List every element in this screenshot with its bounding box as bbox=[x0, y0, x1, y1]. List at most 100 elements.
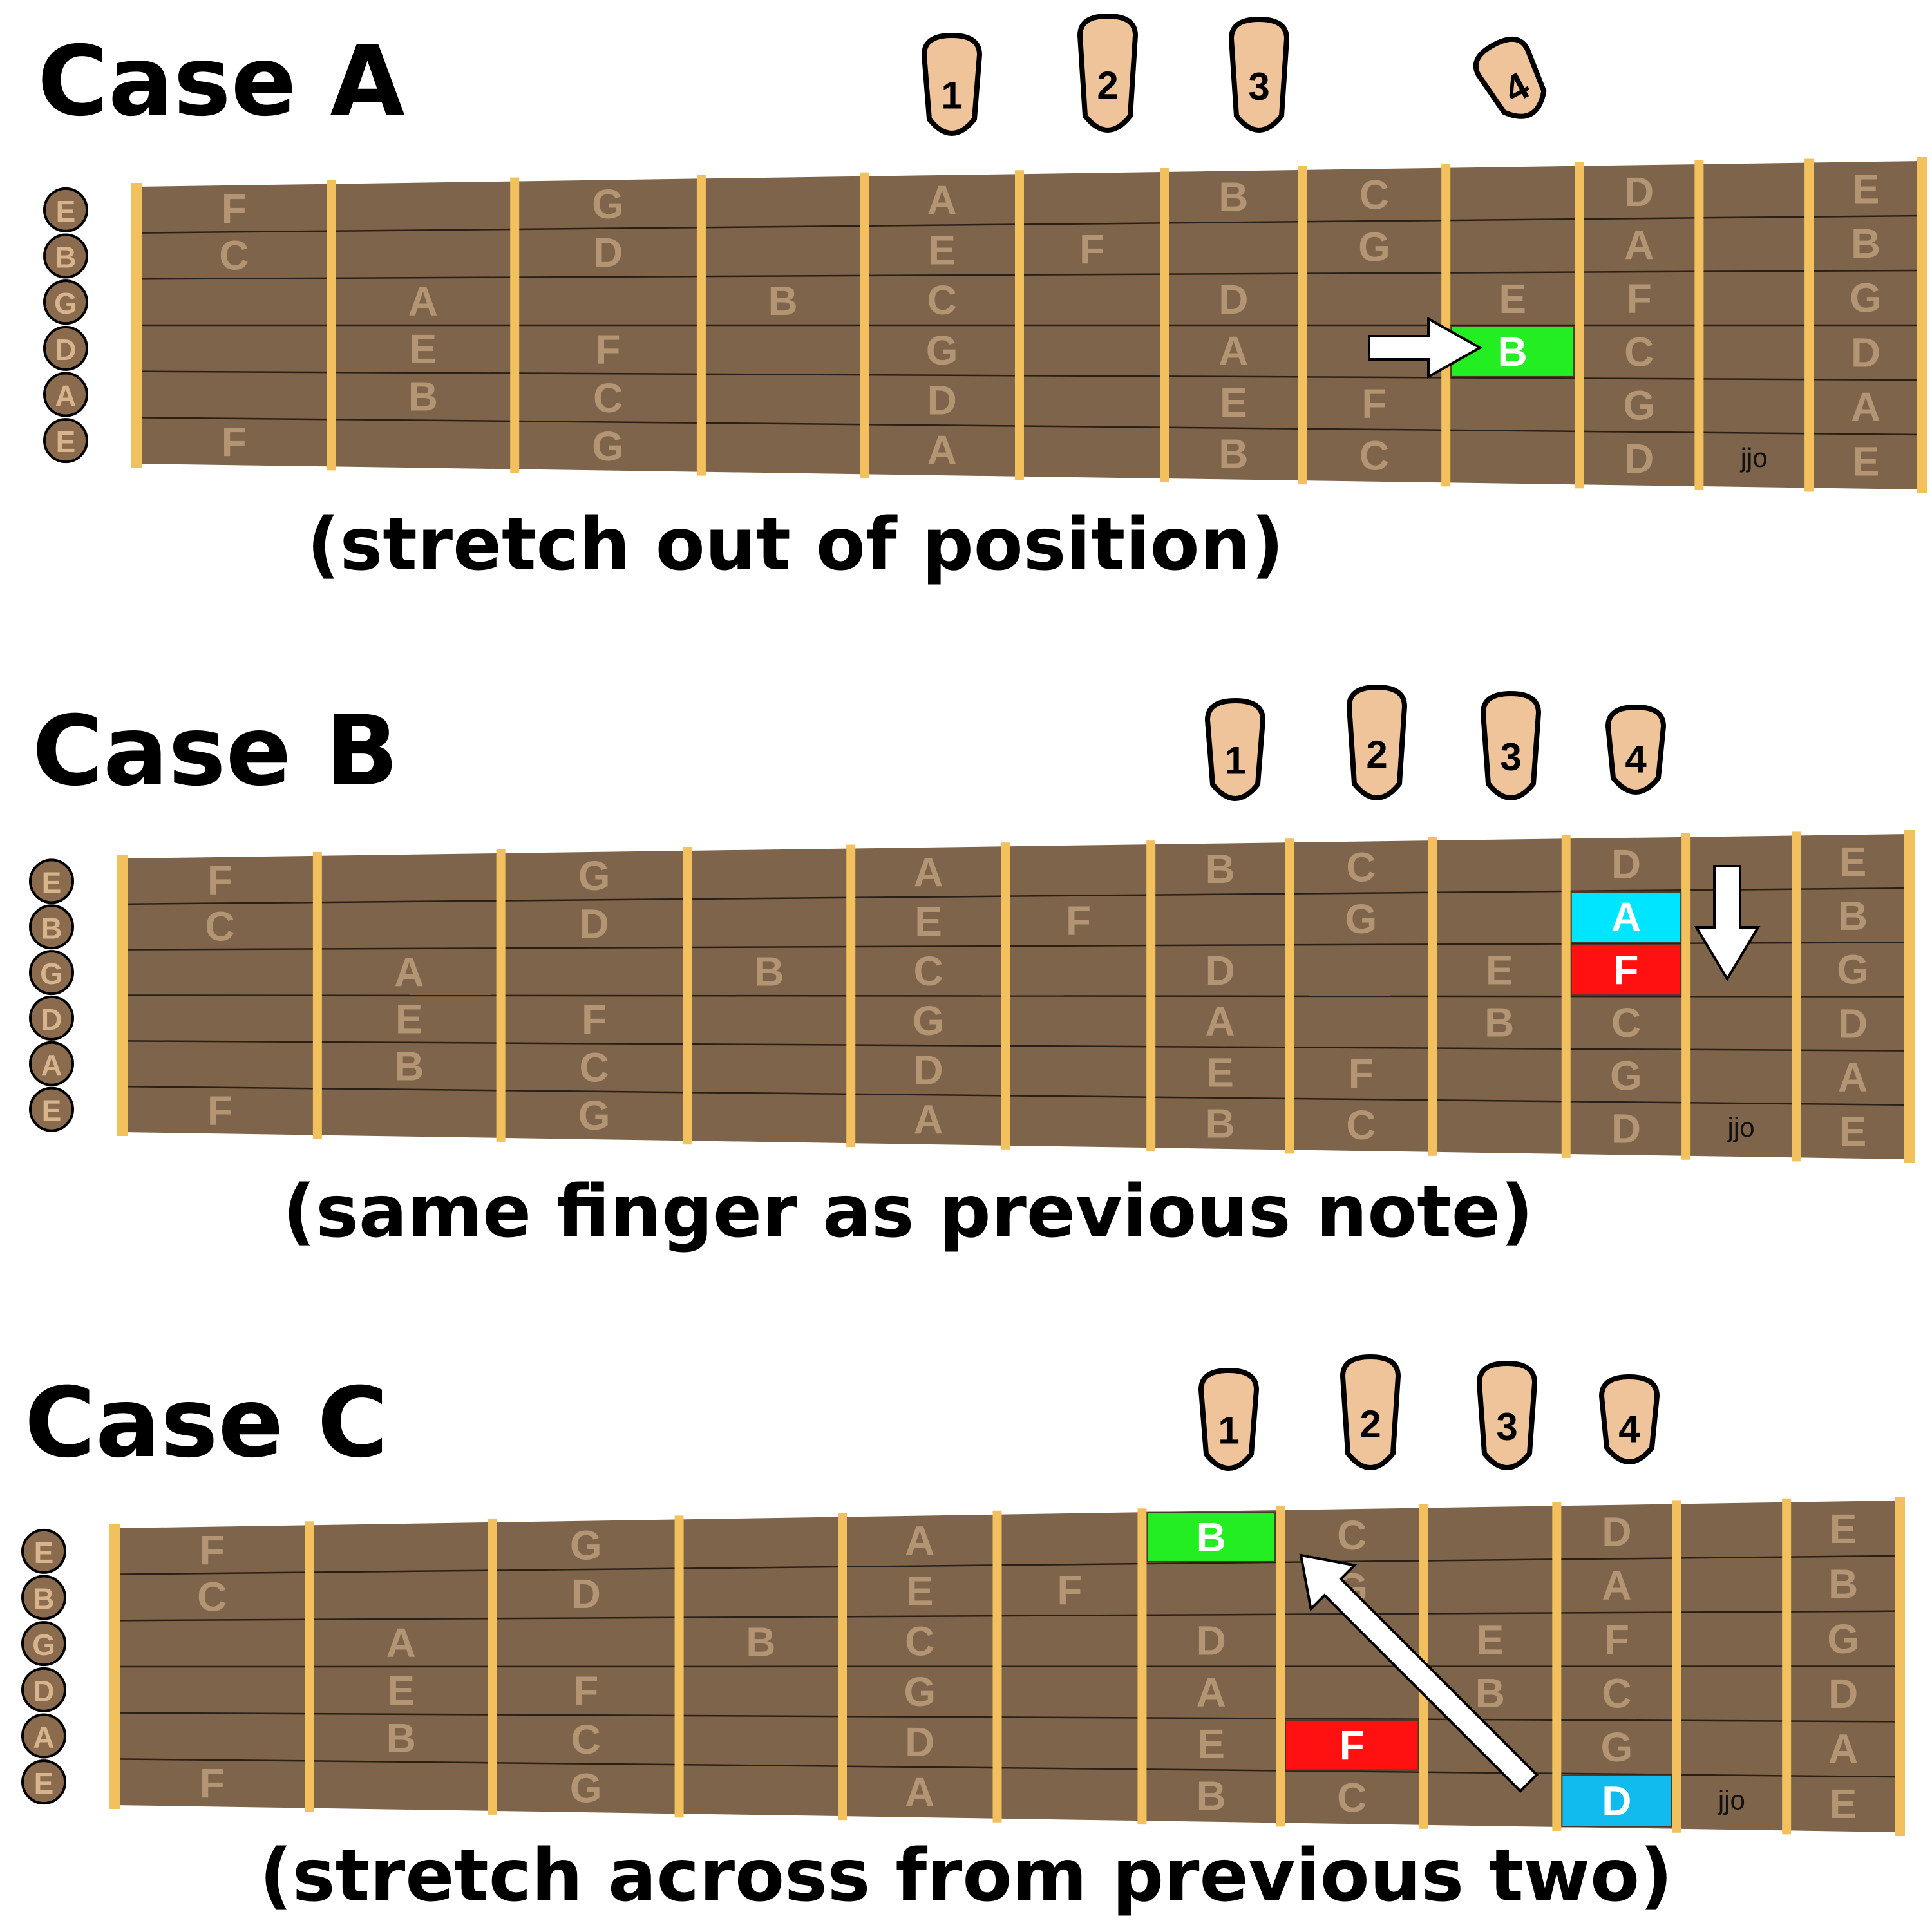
note-label: A bbox=[913, 849, 943, 895]
note-label: C bbox=[913, 948, 943, 994]
note-label: A bbox=[1218, 328, 1248, 374]
fret-wire bbox=[1146, 840, 1156, 1152]
case-c-title: Case C bbox=[24, 1367, 388, 1479]
note-label: G bbox=[592, 181, 624, 227]
tuning-peg bbox=[21, 1621, 66, 1667]
finger-number: 3 bbox=[1248, 65, 1269, 108]
fret-wire bbox=[1917, 157, 1927, 493]
tuning-label: A bbox=[55, 379, 76, 413]
fingertip-icon: 4 bbox=[1605, 705, 1666, 795]
highlighted-note bbox=[1146, 1511, 1276, 1562]
case-a-title: Case A bbox=[37, 26, 405, 138]
note-label: B bbox=[1218, 173, 1248, 220]
tuning-peg bbox=[43, 279, 88, 325]
note-label: C bbox=[1359, 172, 1389, 218]
fret-wire bbox=[992, 1510, 1002, 1823]
fret-wire bbox=[496, 849, 506, 1142]
note-label: G bbox=[1827, 1616, 1859, 1662]
note-label: D bbox=[1851, 329, 1880, 375]
tuning-peg bbox=[29, 995, 74, 1041]
case-c-diagram: FGABCDECDEFGABABCDEFGEFGABCDBCDEFGAFGABC… bbox=[21, 1354, 1905, 1836]
note-label: F bbox=[1349, 1050, 1374, 1097]
fret-wire bbox=[305, 1521, 314, 1812]
note-label: E bbox=[387, 1667, 415, 1714]
note-label: C bbox=[579, 1045, 609, 1091]
fret-wire bbox=[696, 175, 706, 476]
tuning-label: D bbox=[55, 333, 76, 366]
note-label: D bbox=[1838, 1000, 1868, 1046]
string-line bbox=[136, 370, 1923, 381]
note-label: B bbox=[1218, 431, 1248, 477]
note-label: G bbox=[913, 998, 945, 1044]
note-label: D bbox=[1624, 169, 1654, 215]
tuning-peg bbox=[29, 950, 74, 996]
note-label: E bbox=[928, 227, 956, 273]
tuning-label: D bbox=[41, 1003, 62, 1036]
note-label: B bbox=[1484, 999, 1514, 1046]
fret-wire bbox=[1552, 1502, 1562, 1831]
finger-number: 3 bbox=[1496, 1405, 1517, 1448]
fret-wire bbox=[1001, 842, 1010, 1150]
fret-wire bbox=[838, 1513, 848, 1821]
note-label: G bbox=[1601, 1724, 1633, 1770]
note-label: E bbox=[1830, 1781, 1857, 1827]
note-label: G bbox=[904, 1669, 936, 1715]
string-line bbox=[114, 1758, 1900, 1778]
fret-wire bbox=[1428, 837, 1437, 1156]
fret-wire bbox=[1160, 167, 1170, 483]
note-label: F bbox=[1361, 380, 1387, 426]
note-label: E bbox=[1220, 379, 1247, 426]
string-line bbox=[122, 1040, 1910, 1052]
tuning-label: E bbox=[56, 425, 76, 459]
note-label: D bbox=[1611, 1105, 1641, 1151]
arrow-diagonal-icon bbox=[1299, 1553, 1539, 1794]
note-label: B bbox=[1205, 846, 1235, 892]
note-label: C bbox=[1346, 1102, 1376, 1148]
note-label: B bbox=[1197, 1773, 1226, 1819]
note-label: B bbox=[1475, 1670, 1505, 1716]
note-label: C bbox=[197, 1573, 227, 1620]
finger-number: 2 bbox=[1359, 1403, 1381, 1446]
finger-number: 1 bbox=[1224, 739, 1245, 782]
fret-wire bbox=[1791, 831, 1801, 1162]
note-label: A bbox=[927, 177, 957, 223]
fingertip-icon: 3 bbox=[1481, 691, 1541, 800]
string-line bbox=[122, 994, 1910, 998]
tuning-peg bbox=[29, 1086, 74, 1132]
note-label: B bbox=[746, 1618, 775, 1665]
fingertip-icon: 2 bbox=[1340, 1354, 1401, 1470]
note-label: D bbox=[571, 1571, 601, 1617]
fret-wire bbox=[1782, 1498, 1792, 1835]
fingertip-icon: 1 bbox=[1205, 698, 1265, 801]
note-label: G bbox=[578, 1092, 611, 1139]
note-label: G bbox=[570, 1765, 602, 1811]
note-label: C bbox=[219, 232, 249, 278]
note-label: G bbox=[578, 853, 611, 899]
fret-wire bbox=[1681, 833, 1691, 1160]
note-label: C bbox=[205, 903, 234, 949]
arrow-right-icon bbox=[1368, 316, 1483, 379]
fret-wire bbox=[1276, 1506, 1285, 1827]
note-label: D bbox=[1611, 841, 1641, 887]
highlighted-note-label: F bbox=[1340, 1722, 1365, 1768]
tuning-label: E bbox=[56, 194, 76, 228]
fret-wire bbox=[1285, 838, 1294, 1154]
fingertip-icon: 2 bbox=[1077, 14, 1138, 133]
tuning-peg bbox=[21, 1759, 66, 1805]
note-label: F bbox=[1604, 1616, 1629, 1663]
tuning-peg bbox=[29, 1041, 74, 1086]
note-label: G bbox=[926, 327, 958, 374]
note-label: D bbox=[913, 1047, 943, 1094]
note-label: D bbox=[593, 229, 623, 276]
note-label: G bbox=[1623, 382, 1655, 428]
highlighted-note-label: F bbox=[1613, 947, 1638, 993]
signature: jjo bbox=[1739, 442, 1768, 473]
tuning-peg bbox=[21, 1713, 66, 1759]
tuning-peg bbox=[43, 325, 88, 371]
finger-number: 4 bbox=[1625, 738, 1647, 781]
tuning-label: E bbox=[42, 1094, 62, 1128]
fingertip-icon: 1 bbox=[922, 33, 982, 136]
fret-wire bbox=[510, 177, 520, 473]
signature: jjo bbox=[1717, 1785, 1745, 1815]
note-label: B bbox=[754, 948, 784, 994]
